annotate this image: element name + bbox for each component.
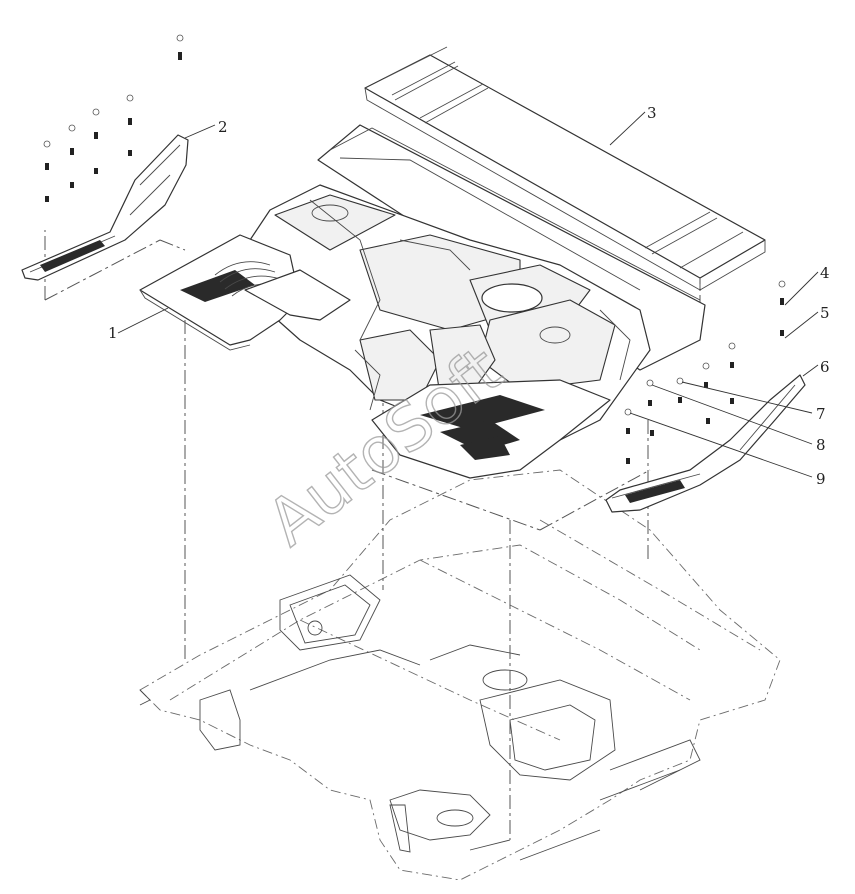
callout-leaders <box>117 111 819 478</box>
callout-4: 4 <box>820 264 830 282</box>
floor-pan-main <box>139 124 706 479</box>
callout-1: 1 <box>108 324 118 342</box>
callout-9: 9 <box>816 470 826 488</box>
part-3-rear-panel <box>364 46 766 291</box>
callout-2: 2 <box>218 118 228 136</box>
front-pad-hatching <box>420 395 545 460</box>
callout-7: 7 <box>816 405 826 423</box>
callout-labels: 1 2 3 4 5 6 7 8 9 <box>108 104 830 488</box>
callout-8: 8 <box>816 436 826 454</box>
part-6-right-sill <box>605 374 806 513</box>
fasteners-left <box>43 34 184 202</box>
callout-5: 5 <box>820 304 830 322</box>
vehicle-floor-ghost <box>139 469 781 881</box>
part-2-left-sill <box>21 134 189 281</box>
callout-3: 3 <box>647 104 657 122</box>
fasteners-right <box>624 280 786 464</box>
callout-6: 6 <box>820 358 830 376</box>
